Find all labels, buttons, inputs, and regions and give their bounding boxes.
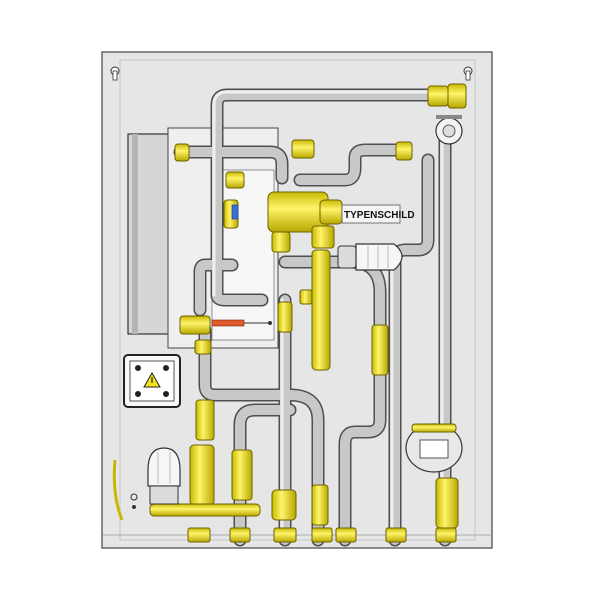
thermostat-head-icon (147, 447, 181, 505)
mixing-valve (405, 423, 463, 473)
thermostat-head-icon (337, 243, 403, 271)
blue-indicator (231, 204, 239, 220)
pump-icon (435, 115, 463, 145)
keyhole-icon (110, 66, 120, 81)
nameplate-label: TYPENSCHILD (344, 210, 415, 221)
drain-lever (112, 459, 138, 521)
nameplate: TYPENSCHILD (341, 204, 415, 224)
warning-triangle-icon (143, 371, 161, 388)
actuator-pin (211, 319, 272, 327)
keyhole-icon (463, 66, 473, 81)
top-right-fitting (427, 83, 467, 109)
